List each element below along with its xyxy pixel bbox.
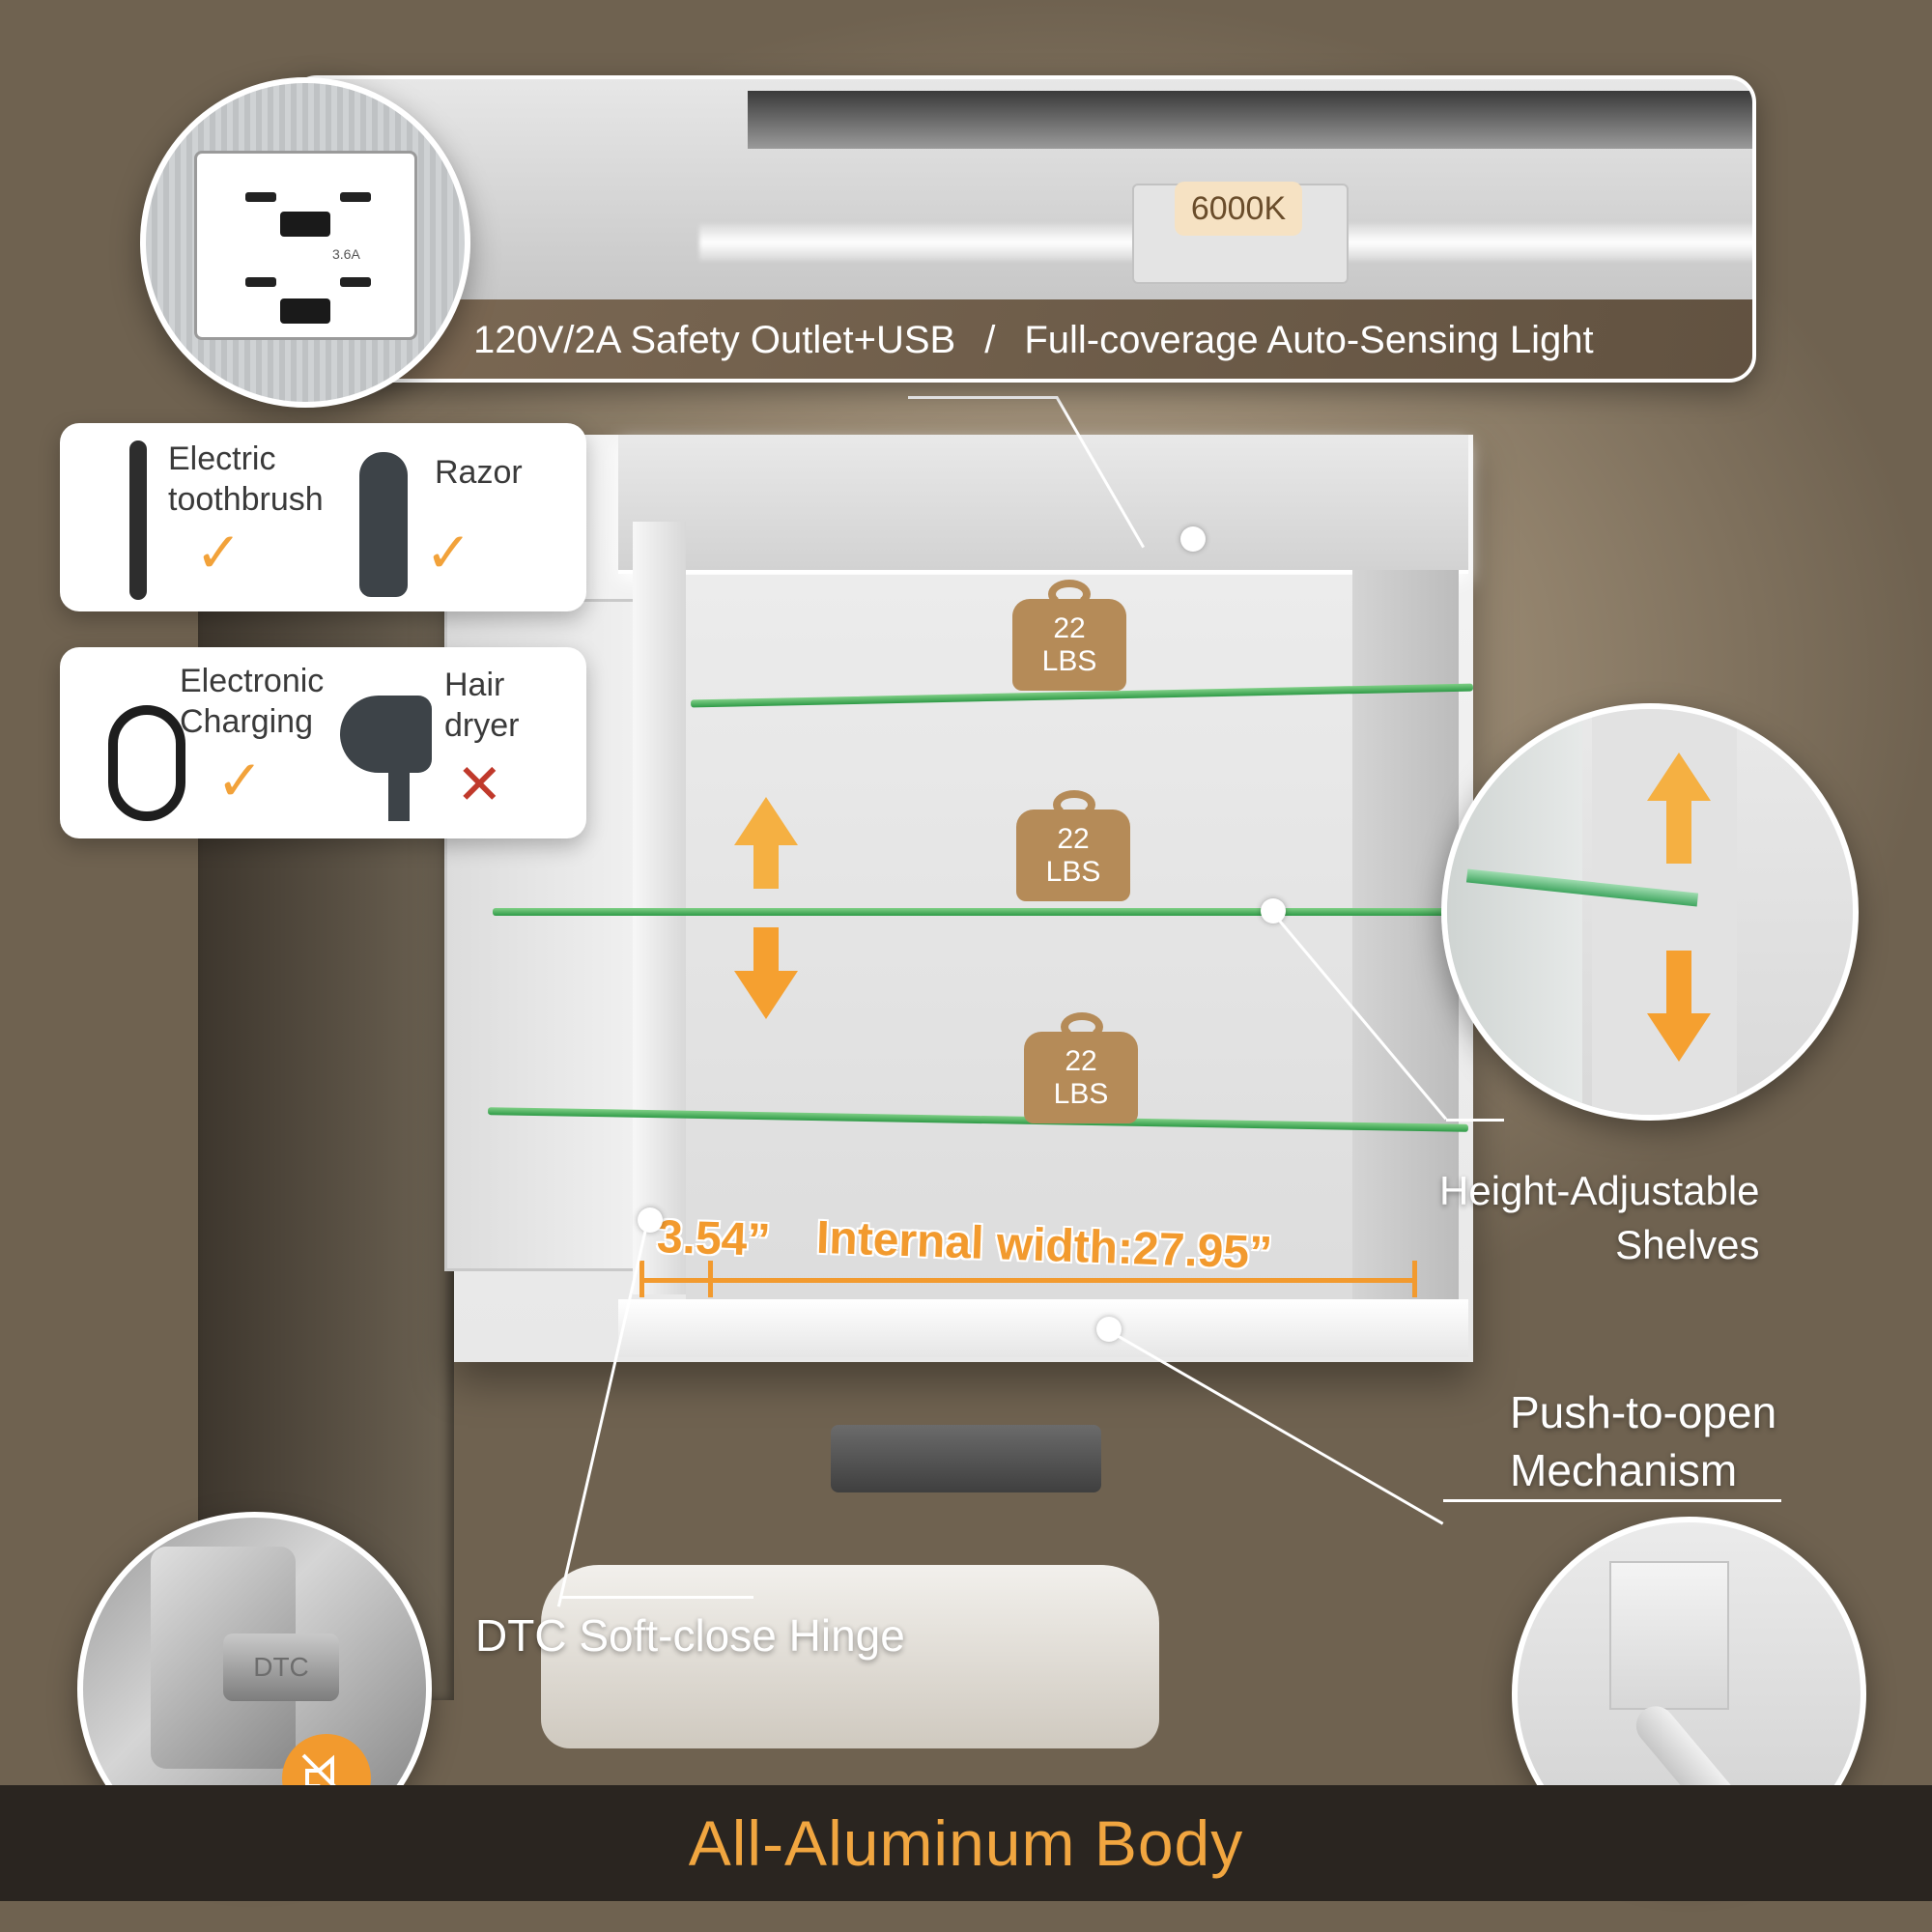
leader-line — [1446, 1119, 1504, 1122]
weight-badge-bottom: 22 LBS — [1024, 1032, 1138, 1123]
latch-bracket — [1609, 1561, 1729, 1710]
weight-badge-middle: 22 LBS — [1016, 810, 1130, 901]
adjust-arrows-icon — [734, 797, 798, 1019]
vessel-sink — [541, 1565, 1159, 1748]
adjust-arrows-icon — [1647, 753, 1711, 1062]
hair-dryer-handle — [388, 763, 410, 821]
outlet-caption: 120V/2A Safety Outlet+USB — [473, 319, 956, 361]
caption-separator: / — [984, 319, 996, 361]
glass-shelf-middle — [493, 908, 1468, 916]
cross-icon: ✕ — [456, 753, 503, 816]
top-caption: 120V/2A Safety Outlet+USB / Full-coverage … — [473, 319, 1594, 362]
hair-dryer-icon — [340, 696, 432, 773]
toothbrush-icon — [129, 440, 147, 600]
compatibility-card-2: Electronic Charging ✓ Hair dryer ✕ — [60, 647, 586, 838]
leader-line — [908, 396, 1058, 399]
weight-ring — [1053, 790, 1095, 819]
color-temp-tag: 6000K — [1175, 182, 1302, 236]
cabinet-side-panel — [1352, 570, 1459, 1314]
footer-title: All-Aluminum Body — [688, 1807, 1244, 1879]
width-dimension-line — [639, 1278, 1416, 1283]
faucet — [831, 1425, 1101, 1492]
top-feature-panel — [290, 75, 1756, 383]
dimension-tick — [1412, 1261, 1417, 1297]
cabinet-bottom-edge — [618, 1299, 1468, 1357]
usb-port-icon — [280, 212, 330, 237]
cabinet-top-closeup — [748, 91, 1752, 149]
leader-line — [560, 1596, 753, 1599]
glass-edge — [1447, 709, 1582, 1115]
check-icon: ✓ — [425, 522, 472, 584]
callout-dot-hinge — [638, 1208, 663, 1233]
cabinet-top-light-bar — [618, 435, 1468, 574]
hair-dryer-label: Hair dryer — [444, 667, 520, 744]
outlet-detail-circle: 3.6A — [140, 77, 470, 408]
outlet-plate: 3.6A — [194, 151, 417, 340]
footer-bar — [0, 1785, 1932, 1901]
weight-ring — [1061, 1012, 1103, 1041]
check-icon: ✓ — [216, 750, 264, 812]
charging-label: Electronic Charging — [180, 663, 325, 740]
light-caption: Full-coverage Auto-Sensing Light — [1024, 319, 1594, 361]
shelves-callout-label: Height-Adjustable Shelves — [1439, 1168, 1760, 1267]
toothbrush-label: Electric toothbrush — [168, 440, 324, 518]
push-callout-label: Push-to-open Mechanism — [1510, 1387, 1777, 1495]
usb-cable-icon — [108, 705, 185, 821]
dimension-tick — [639, 1261, 644, 1297]
dimension-tick — [708, 1261, 713, 1297]
hinge-brand-plate: DTC — [223, 1634, 339, 1701]
weight-badge-top: 22 LBS — [1012, 599, 1126, 691]
shelf-detail-circle — [1441, 703, 1859, 1121]
depth-dimension-label: 3.54” — [656, 1210, 772, 1267]
weight-ring — [1048, 580, 1091, 609]
hinge-callout-label: DTC Soft-close Hinge — [475, 1610, 905, 1661]
compatibility-card-1: Electric toothbrush ✓ Razor ✓ — [60, 423, 586, 611]
razor-label: Razor — [435, 454, 523, 491]
caption-bar — [294, 299, 1752, 379]
check-icon: ✓ — [195, 522, 242, 584]
outlet-rating: 3.6A — [332, 246, 360, 262]
razor-icon — [359, 452, 408, 597]
callout-dot-light — [1180, 526, 1206, 552]
usb-port-icon — [280, 298, 330, 324]
leader-line — [1443, 1499, 1781, 1502]
